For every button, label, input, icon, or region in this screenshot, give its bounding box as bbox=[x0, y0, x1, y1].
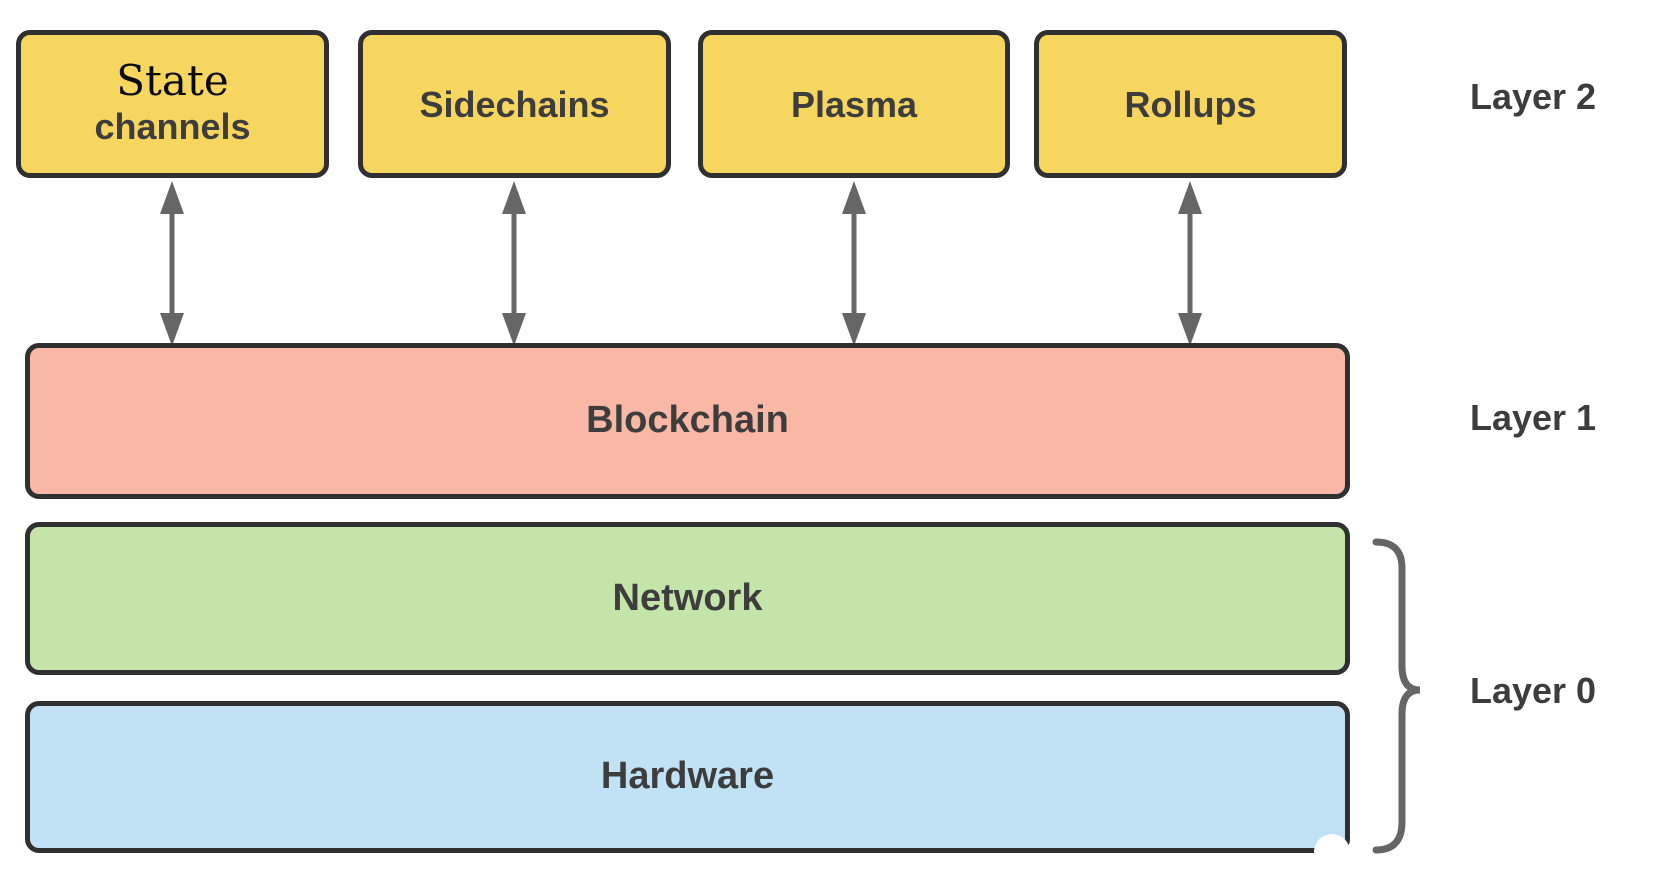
network-node: Network bbox=[25, 522, 1350, 675]
network-label: Network bbox=[612, 576, 763, 619]
rollups-node: Rollups bbox=[1034, 30, 1347, 178]
layer1-label: Layer 1 bbox=[1469, 397, 1597, 438]
plasma-label: Plasma bbox=[790, 83, 918, 125]
state-channels-label-line2: channels bbox=[94, 105, 251, 147]
hardware-label: Hardware bbox=[600, 755, 775, 798]
layer2-label: Layer 2 bbox=[1469, 76, 1597, 117]
blockchain-label: Blockchain bbox=[586, 399, 789, 442]
layer0-label: Layer 0 bbox=[1469, 670, 1597, 711]
blockchain-node: Blockchain bbox=[25, 343, 1350, 499]
double-arrow-icon bbox=[502, 181, 526, 346]
state-channels-node: State channels bbox=[16, 30, 329, 178]
double-arrow-icon bbox=[160, 181, 184, 346]
double-arrow-icon bbox=[1178, 181, 1202, 346]
white-blob bbox=[1314, 834, 1350, 870]
hardware-node: Hardware bbox=[25, 701, 1350, 853]
plasma-node: Plasma bbox=[698, 30, 1010, 178]
state-channels-label-line1: State bbox=[116, 56, 229, 106]
sidechains-node: Sidechains bbox=[358, 30, 671, 178]
sidechains-label: Sidechains bbox=[419, 83, 610, 125]
curly-brace-icon bbox=[1372, 538, 1421, 854]
double-arrow-icon bbox=[842, 181, 866, 346]
rollups-label: Rollups bbox=[1124, 83, 1257, 125]
